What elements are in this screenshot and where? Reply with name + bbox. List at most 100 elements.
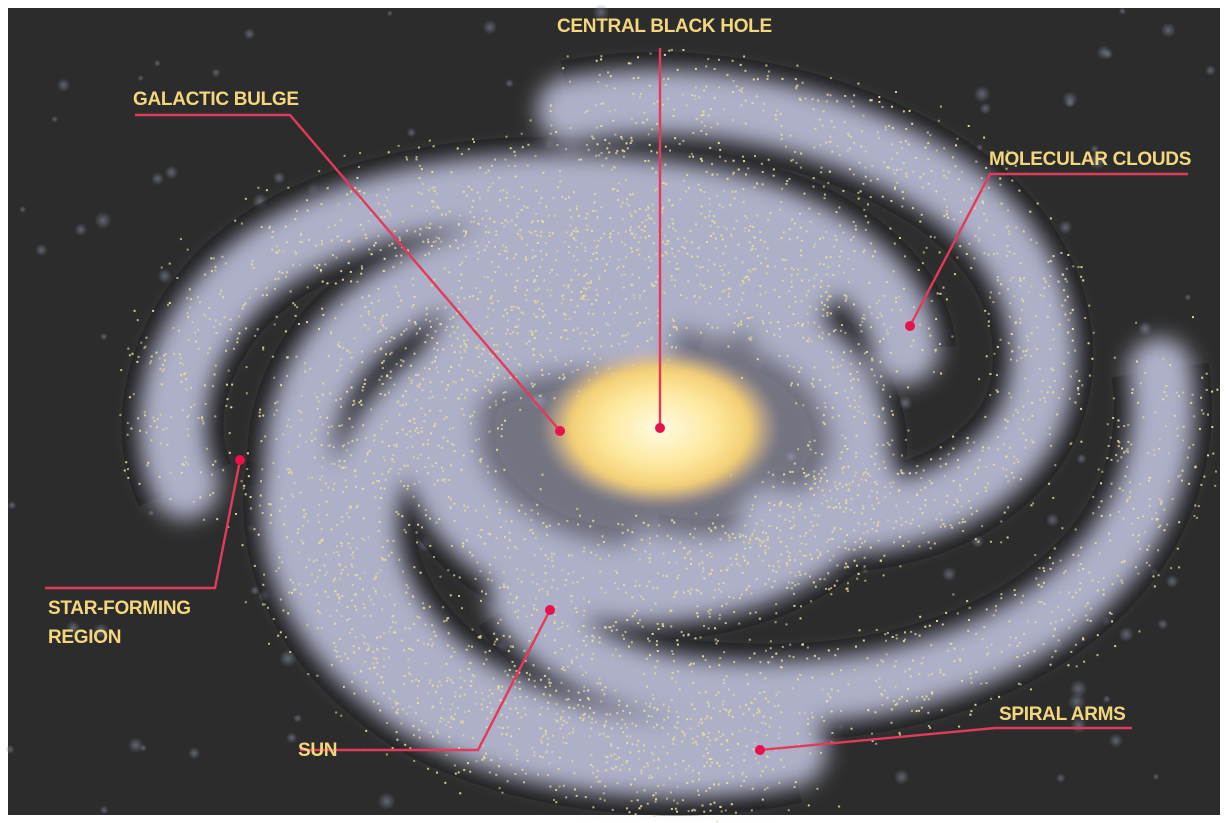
dust-star [686,252,689,255]
dust-star [1106,423,1109,426]
dust-star [643,766,646,769]
dust-star [1005,226,1008,229]
dust-star [726,739,728,741]
dust-star [590,303,593,305]
dust-star [1071,308,1074,311]
dust-star [1048,285,1051,288]
dust-star [1005,167,1008,170]
dust-star [564,313,567,316]
dust-star [608,233,611,236]
dust-star [762,102,765,105]
dust-star [401,220,404,223]
dust-star [798,550,801,553]
dust-star [345,533,348,536]
dust-star [393,383,396,386]
dust-star [410,435,413,438]
dust-star [488,771,491,774]
dust-star [638,253,641,256]
dust-star [325,571,328,574]
dust-star [1069,312,1072,315]
dust-star [852,378,855,381]
dust-star [542,522,545,525]
dust-star [279,598,282,601]
dust-star [657,314,660,317]
dust-star [444,781,447,784]
dust-star [754,757,757,760]
dust-star [729,287,732,290]
dust-star [1071,328,1074,330]
dust-star [934,348,937,351]
dust-star [432,145,435,148]
dust-star [348,417,351,420]
dust-star [465,539,468,542]
dust-star [422,183,424,185]
dust-star [647,214,650,217]
dust-star [807,473,810,476]
dust-star [768,564,771,567]
dust-star [788,520,791,523]
dust-star [707,114,710,117]
dust-star [480,528,483,531]
dust-star [368,313,371,316]
dust-star [274,278,277,281]
dust-star [474,240,477,243]
dust-star [309,367,312,370]
dust-star [453,574,456,577]
dust-star [525,299,528,302]
dust-star [521,146,524,149]
dust-star [744,535,747,538]
dust-star [354,573,357,576]
dust-star [695,301,697,304]
dust-star [838,154,841,157]
dust-star [333,551,336,554]
dust-star [358,401,361,404]
dust-star [418,386,421,388]
dust-star [689,592,692,595]
dust-star [471,628,474,631]
dust-star [839,224,842,227]
dust-star [648,216,651,219]
dust-star [654,602,657,605]
dust-star [1030,439,1033,442]
dust-star [779,335,781,338]
background-star [406,127,417,138]
dust-star [425,307,428,310]
dust-star [461,720,464,723]
dust-star [449,679,452,681]
dust-star [513,305,515,308]
dust-star [636,791,639,794]
dust-star [817,514,820,517]
dust-star [495,773,498,776]
dust-star [509,645,512,648]
dust-star [1081,384,1084,387]
dust-star [204,403,207,405]
dust-star [952,218,955,221]
dust-star [796,273,799,276]
dust-star [969,713,972,716]
background-star [941,566,957,582]
dust-star [792,516,795,519]
dust-star [718,664,721,667]
dust-star [533,754,536,757]
dust-star [765,649,767,652]
dust-star [297,445,300,448]
dust-star [768,725,771,728]
dust-star [813,475,815,478]
dust-star [430,325,432,328]
dust-star [1052,328,1054,331]
dust-star [570,278,573,281]
dust-star [1031,414,1034,417]
dust-star [468,662,471,665]
dust-star [501,222,504,225]
dust-star [842,189,845,192]
dust-star [396,291,399,294]
dust-star [422,602,424,605]
dust-star [607,735,610,738]
dust-star [431,171,434,173]
dust-star [298,409,301,412]
dust-star [836,648,839,650]
dust-star [590,721,593,724]
dust-star [486,378,489,381]
dust-star [591,717,594,720]
dust-star [878,677,881,680]
